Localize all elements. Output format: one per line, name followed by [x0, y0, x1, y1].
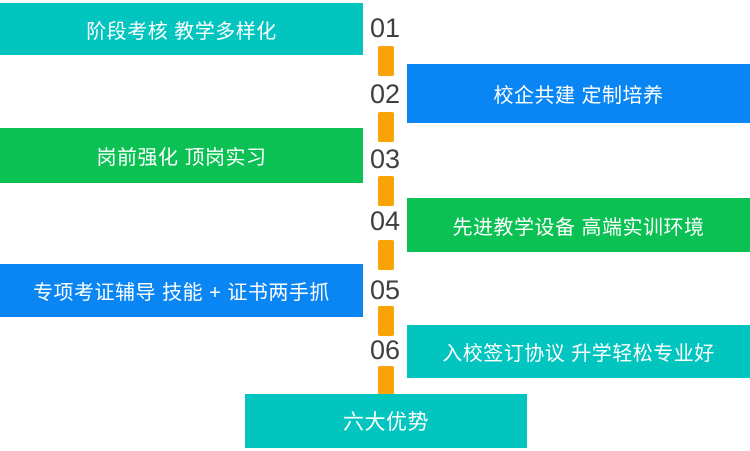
advantage-label-4: 先进教学设备 高端实训环境	[452, 216, 705, 239]
footer-title-box: 六大优势	[245, 394, 527, 448]
advantage-box-5: 专项考证辅导 技能 + 证书两手抓	[0, 264, 363, 317]
timeline-dash-5	[378, 306, 394, 336]
advantage-box-3: 岗前强化 顶岗实习	[0, 128, 363, 183]
advantage-label-6: 入校签订协议 升学轻松专业好	[442, 343, 715, 365]
advantage-box-6: 入校签订协议 升学轻松专业好	[407, 325, 750, 378]
advantage-label-1: 阶段考核 教学多样化	[86, 20, 277, 43]
timeline-dash-4	[378, 240, 394, 270]
advantage-label-2: 校企共建 定制培养	[493, 85, 664, 107]
timeline-dash-3	[378, 176, 394, 206]
advantage-box-4: 先进教学设备 高端实训环境	[407, 198, 750, 252]
advantage-label-5: 专项考证辅导 技能 + 证书两手抓	[33, 282, 330, 304]
step-number-02: 02	[369, 79, 401, 109]
advantage-label-3: 岗前强化 顶岗实习	[96, 147, 267, 169]
timeline-dash-2	[378, 112, 394, 142]
footer-title-label: 六大优势	[343, 411, 429, 434]
advantage-box-1: 阶段考核 教学多样化	[0, 3, 363, 55]
step-number-01: 01	[369, 13, 401, 43]
step-number-06: 06	[369, 335, 401, 365]
step-number-05: 05	[369, 275, 401, 305]
advantage-box-2: 校企共建 定制培养	[407, 64, 750, 123]
step-number-03: 03	[369, 144, 401, 174]
timeline-dash-6	[378, 366, 394, 396]
step-number-04: 04	[369, 206, 401, 236]
timeline-dash-1	[378, 46, 394, 76]
